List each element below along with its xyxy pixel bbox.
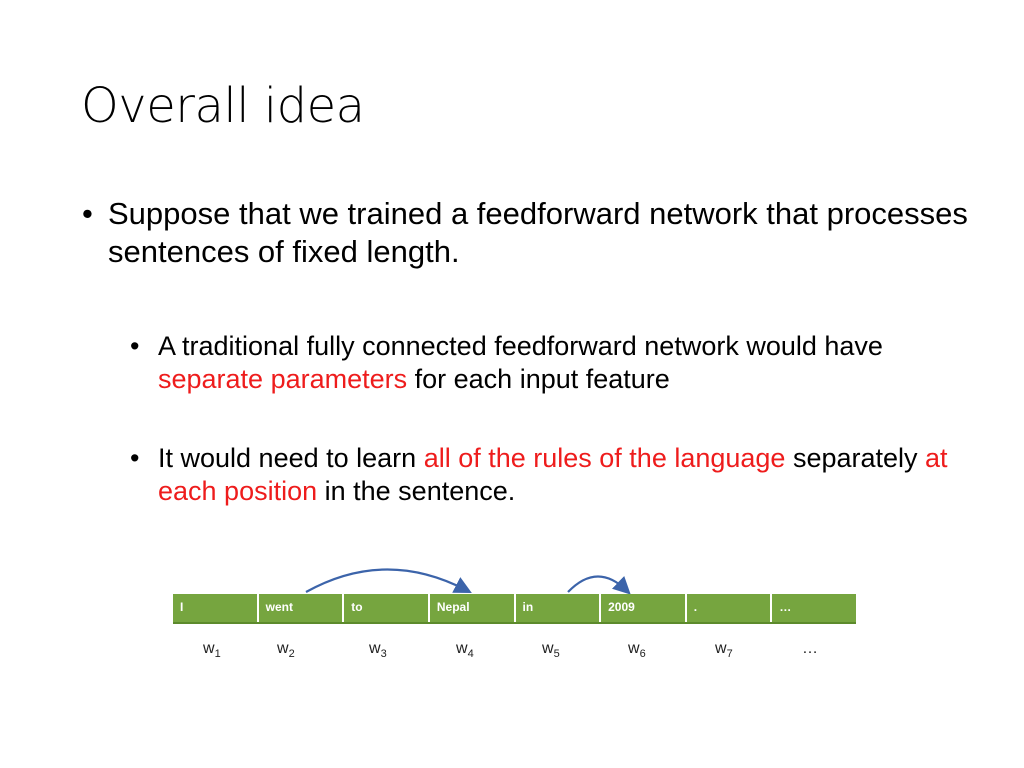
token-strip: I went to Nepal in 2009 . … xyxy=(173,594,856,624)
word-label: w7 xyxy=(715,640,733,661)
bullet-dot: • xyxy=(130,443,140,473)
text-segment: separately xyxy=(785,443,926,473)
text-segment: It would need to learn xyxy=(158,443,424,473)
highlight-text: at each position xyxy=(158,443,948,506)
sub-bullet-text: A traditional fully connected feedforwar… xyxy=(158,330,970,396)
main-bullet: • Suppose that we trained a feedforward … xyxy=(82,195,982,271)
word-label: w6 xyxy=(628,640,646,661)
highlight-text: separate parameters xyxy=(158,364,408,394)
word-label: w1 xyxy=(203,640,221,661)
bullet-dot: • xyxy=(130,331,140,361)
text-segment: A traditional fully connected feedforwar… xyxy=(158,331,883,361)
word-label: w2 xyxy=(277,640,295,661)
token-cell: … xyxy=(779,600,792,614)
arrow-went-to-nepal xyxy=(305,568,472,594)
text-segment: Suppose that we trained a feedforward ne… xyxy=(108,196,968,269)
main-bullet-text: Suppose that we trained a feedforward ne… xyxy=(108,195,982,271)
slide-title: Overall idea xyxy=(81,78,365,134)
text-segment: for each input feature xyxy=(407,364,670,394)
bullet-dot: • xyxy=(82,196,93,231)
sub-bullet-separate-parameters: • A traditional fully connected feedforw… xyxy=(130,330,970,396)
word-label: … xyxy=(802,640,818,657)
sub-bullet-text: It would need to learn all of the rules … xyxy=(158,442,970,508)
sub-bullet-rules-of-language: • It would need to learn all of the rule… xyxy=(130,442,970,508)
token-cell: I xyxy=(173,594,259,622)
word-label: w3 xyxy=(369,640,387,661)
token-cell: . xyxy=(687,594,773,622)
word-label: w4 xyxy=(456,640,474,661)
token-cell: 2009 xyxy=(601,594,687,622)
token-cell: went xyxy=(259,594,345,622)
token-cell: Nepal xyxy=(430,594,516,622)
arrow-in-to-2009 xyxy=(567,575,631,595)
token-cell: in xyxy=(516,594,602,622)
token-cell: to xyxy=(344,594,430,622)
highlight-text: all of the rules of the language xyxy=(423,443,786,473)
word-label: w5 xyxy=(542,640,560,661)
text-segment: in the sentence. xyxy=(317,476,516,506)
